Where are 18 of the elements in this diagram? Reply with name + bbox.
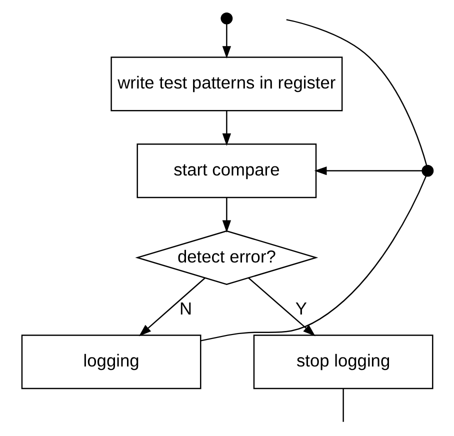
node-circle bbox=[421, 164, 434, 177]
node-box: start compare bbox=[136, 144, 316, 198]
arrow bbox=[138, 278, 205, 336]
arrow bbox=[222, 198, 231, 233]
connector bbox=[200, 176, 426, 342]
node-circle bbox=[220, 12, 232, 24]
node-box: logging bbox=[20, 334, 201, 390]
edge-label: N bbox=[178, 298, 192, 318]
arrow bbox=[222, 110, 231, 146]
node-box: stop logging bbox=[252, 334, 433, 390]
connector bbox=[342, 388, 344, 422]
arrow bbox=[314, 166, 422, 176]
node-box: write test patterns in register bbox=[110, 56, 342, 112]
arrow bbox=[222, 24, 231, 59]
edge-label: Y bbox=[294, 298, 306, 318]
arrow bbox=[248, 278, 315, 336]
connector bbox=[286, 19, 427, 166]
node-diamond: detect error? bbox=[134, 230, 318, 285]
